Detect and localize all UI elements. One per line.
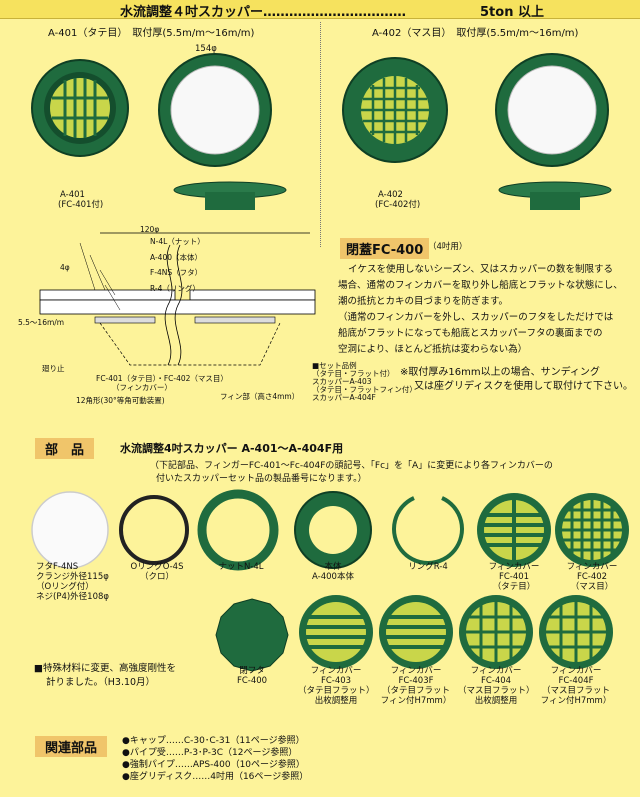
parts-title: 水流調整4吋スカッパー A-401〜A-404F用 xyxy=(120,442,344,455)
a402-sub: (FC-402付) xyxy=(375,200,421,210)
divider xyxy=(320,22,322,247)
part-oring xyxy=(119,495,189,565)
closed-title: 閉蓋FC-400 xyxy=(340,238,430,259)
part-body xyxy=(294,491,372,569)
closed-sub: （4吋用） xyxy=(428,242,468,252)
part-fc400 xyxy=(215,598,289,672)
label-fc2: （フィンカバー） xyxy=(112,383,172,392)
part-ring xyxy=(392,496,464,565)
header-spec: 5ton 以上 xyxy=(480,5,544,20)
closed-note-1: ※取付厚み16mm以上の場合、サンディング xyxy=(400,367,600,378)
label-ring: R-4（リング） xyxy=(150,284,200,293)
a401-sub: (FC-401付) xyxy=(58,200,104,210)
related-item: ●キャップ……C-30･C-31（11ページ参照） xyxy=(122,736,305,746)
a402-side-photo xyxy=(498,181,612,210)
part-fc403 xyxy=(299,595,373,669)
closed-text: イケスを使用しないシーズン、又はスカッパーの数を制限する 場合、通常のフィンカバ… xyxy=(338,264,623,355)
related-item: ●パイプ受……P-3･P-3C（12ページ参照） xyxy=(122,748,298,758)
part-fc404 xyxy=(459,595,533,669)
part-fc401 xyxy=(477,493,551,567)
part-nut xyxy=(197,489,279,571)
label-fc: FC-401（タテ目）・FC-402（マス目） xyxy=(96,374,228,383)
cross-section-diagram xyxy=(39,232,316,366)
related-item: ●強制パイプ……APS-400（10ページ参照） xyxy=(122,760,305,770)
a401-heading: A-401（タテ目） 取付厚(5.5m/m〜16m/m) xyxy=(48,28,255,39)
part-lid xyxy=(31,491,109,569)
label-ring-stop: 廻り止 xyxy=(42,364,65,373)
a402-photo xyxy=(342,57,448,163)
dim-4: 4φ xyxy=(60,263,70,272)
set-box: ■セット品例（タテ目・フラット付） スカッパーA-403（タテ目・フラットフィン… xyxy=(312,361,417,402)
closed-note-2: 又は座グリディスクを使用して取付けて下さい。 xyxy=(414,381,633,392)
special-note: ■特殊材料に変更、高強度剛性を 計りました。（H3.10月） xyxy=(34,663,176,688)
a402-heading: A-402（マス目） 取付厚(5.5m/m〜16m/m) xyxy=(372,28,579,39)
part-oring-label: OリングO-4S（クロ） xyxy=(130,562,184,582)
part-fc403f xyxy=(379,595,453,669)
header-bar: 水流調整４吋スカッパー…………………………… 5ton 以上 xyxy=(0,0,640,20)
part-fc404f xyxy=(539,595,613,669)
related-list: ●キャップ……C-30･C-31（11ページ参照） ●パイプ受……P-3･P-3… xyxy=(122,735,308,783)
related-badge: 関連部品 xyxy=(35,736,108,757)
a401-side-photo xyxy=(173,181,287,210)
parts-desc-1: （下記部品、フィンガーFC-401〜Fc-404Fの頭記号、「Fc」を「A」に変… xyxy=(150,461,553,471)
a402-code: A-402 xyxy=(378,190,403,200)
label-fin: フィン部（高さ4mm） xyxy=(220,392,300,401)
a401-photo xyxy=(31,59,129,157)
header-title: 水流調整４吋スカッパー…………………………… xyxy=(120,5,407,20)
related-item: ●座グリディスク……4吋用（16ページ参照） xyxy=(122,772,309,782)
a401-code: A-401 xyxy=(60,190,85,200)
label-hex: 12角形(30°等角可動装置) xyxy=(76,396,165,405)
parts-desc-2: 付いたスカッパーセット品の製品番号になります。） xyxy=(156,474,367,484)
part-ring-label: リングR-4 xyxy=(408,562,448,572)
dim-thickness: 5.5〜16m/m xyxy=(18,318,65,327)
part-fc402 xyxy=(555,493,629,567)
label-lid: F-4NS（フタ） xyxy=(150,268,203,277)
a402-back-photo xyxy=(495,53,609,167)
part-nut-label: ナットN-4L xyxy=(218,562,264,572)
dim-120: 120φ xyxy=(140,225,160,234)
a401-dim: 154φ xyxy=(195,44,217,54)
a401-back-photo xyxy=(158,53,272,167)
label-nut: N-4L（ナット） xyxy=(150,237,205,246)
parts-badge: 部 品 xyxy=(35,438,95,459)
label-body: A-400（本体） xyxy=(150,253,202,262)
